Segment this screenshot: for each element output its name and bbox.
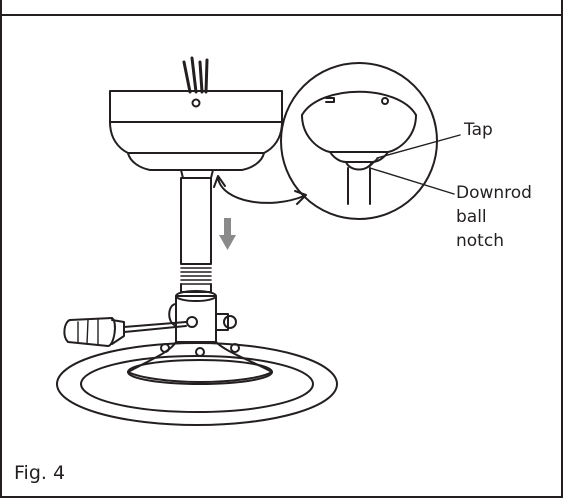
- downrod-notch-leader: [369, 167, 455, 195]
- down-arrow: [219, 218, 236, 250]
- detail-inset: [280, 62, 438, 220]
- tap-leader: [376, 134, 461, 159]
- downrod-label-line3: notch: [456, 231, 504, 251]
- wires: [182, 56, 209, 94]
- canopy-screw-hole: [191, 98, 201, 108]
- canopy: [109, 90, 283, 171]
- tap-label: Tap: [463, 120, 493, 140]
- mounting-collar: [168, 290, 237, 343]
- downrod: [180, 169, 214, 293]
- screwdriver-icon: [63, 317, 187, 347]
- figure-caption: Fig. 4: [14, 462, 66, 484]
- downrod-threads: [180, 263, 212, 285]
- leader-lines: [369, 134, 461, 195]
- collar-screw: [186, 316, 198, 328]
- downrod-label-line1: Downrod: [456, 183, 532, 203]
- top-divider: [0, 14, 563, 16]
- ceiling-ring: [56, 342, 338, 426]
- connector-arrow: [213, 175, 307, 205]
- downrod-label-line2: ball: [456, 207, 487, 227]
- base-plate: [127, 341, 273, 385]
